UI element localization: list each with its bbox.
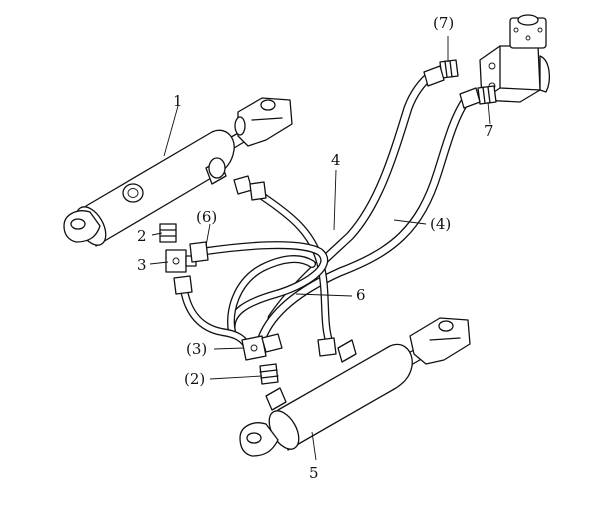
leader-4 (333, 169, 337, 231)
leader-1 (163, 105, 179, 157)
label-6-bracketed: (6) (196, 208, 217, 226)
hose-4 (267, 69, 437, 323)
hose-end-4-top (423, 65, 445, 87)
cylinder-1 (63, 97, 293, 247)
fitting-2-lower (259, 363, 279, 385)
part-labels: 1 2 3 4 5 6 7 (2) (3) (4) (6) (7) (137, 14, 494, 482)
steering-valve (479, 14, 551, 103)
label-4: 4 (331, 151, 341, 169)
fitting-2-upper (159, 223, 177, 243)
label-3: 3 (137, 256, 147, 274)
label-7-bracketed: (7) (433, 14, 454, 32)
label-3-bracketed: (3) (186, 340, 207, 358)
hose-end-crossover-top (249, 181, 267, 201)
leader-lines (149, 36, 491, 461)
hose-lower-left (180, 286, 250, 348)
leader-2b (209, 375, 263, 380)
cylinder-5 (239, 317, 471, 457)
hose-upper-crossover (258, 192, 334, 348)
leader-6b (205, 223, 211, 247)
leader-5 (311, 431, 317, 461)
label-4-bracketed: (4) (430, 215, 451, 233)
hose-end-4b-top (459, 87, 481, 109)
leader-6 (295, 293, 353, 297)
leader-4b (393, 219, 427, 225)
fitting-7-upper (439, 59, 459, 79)
fitting-cyl1-port (233, 175, 253, 195)
hose-6 (196, 241, 329, 336)
label-7: 7 (484, 122, 494, 140)
leader-3b (213, 347, 245, 350)
label-5: 5 (309, 464, 319, 482)
fitting-3-lower (241, 333, 283, 361)
leader-3a (149, 261, 169, 265)
hose-end-lower-left-top (173, 275, 193, 295)
fittings (159, 59, 497, 385)
leader-2a (151, 232, 163, 236)
label-2-bracketed: (2) (184, 370, 205, 388)
label-2: 2 (137, 227, 147, 245)
label-1: 1 (173, 92, 183, 110)
hoses (180, 69, 471, 348)
hose-end-crossover-bottom (317, 337, 337, 357)
leader-7 (487, 101, 491, 125)
hose-4b (257, 95, 471, 343)
label-6: 6 (356, 286, 366, 304)
hose-end-6 (189, 241, 209, 263)
fitting-7-lower (477, 85, 497, 105)
